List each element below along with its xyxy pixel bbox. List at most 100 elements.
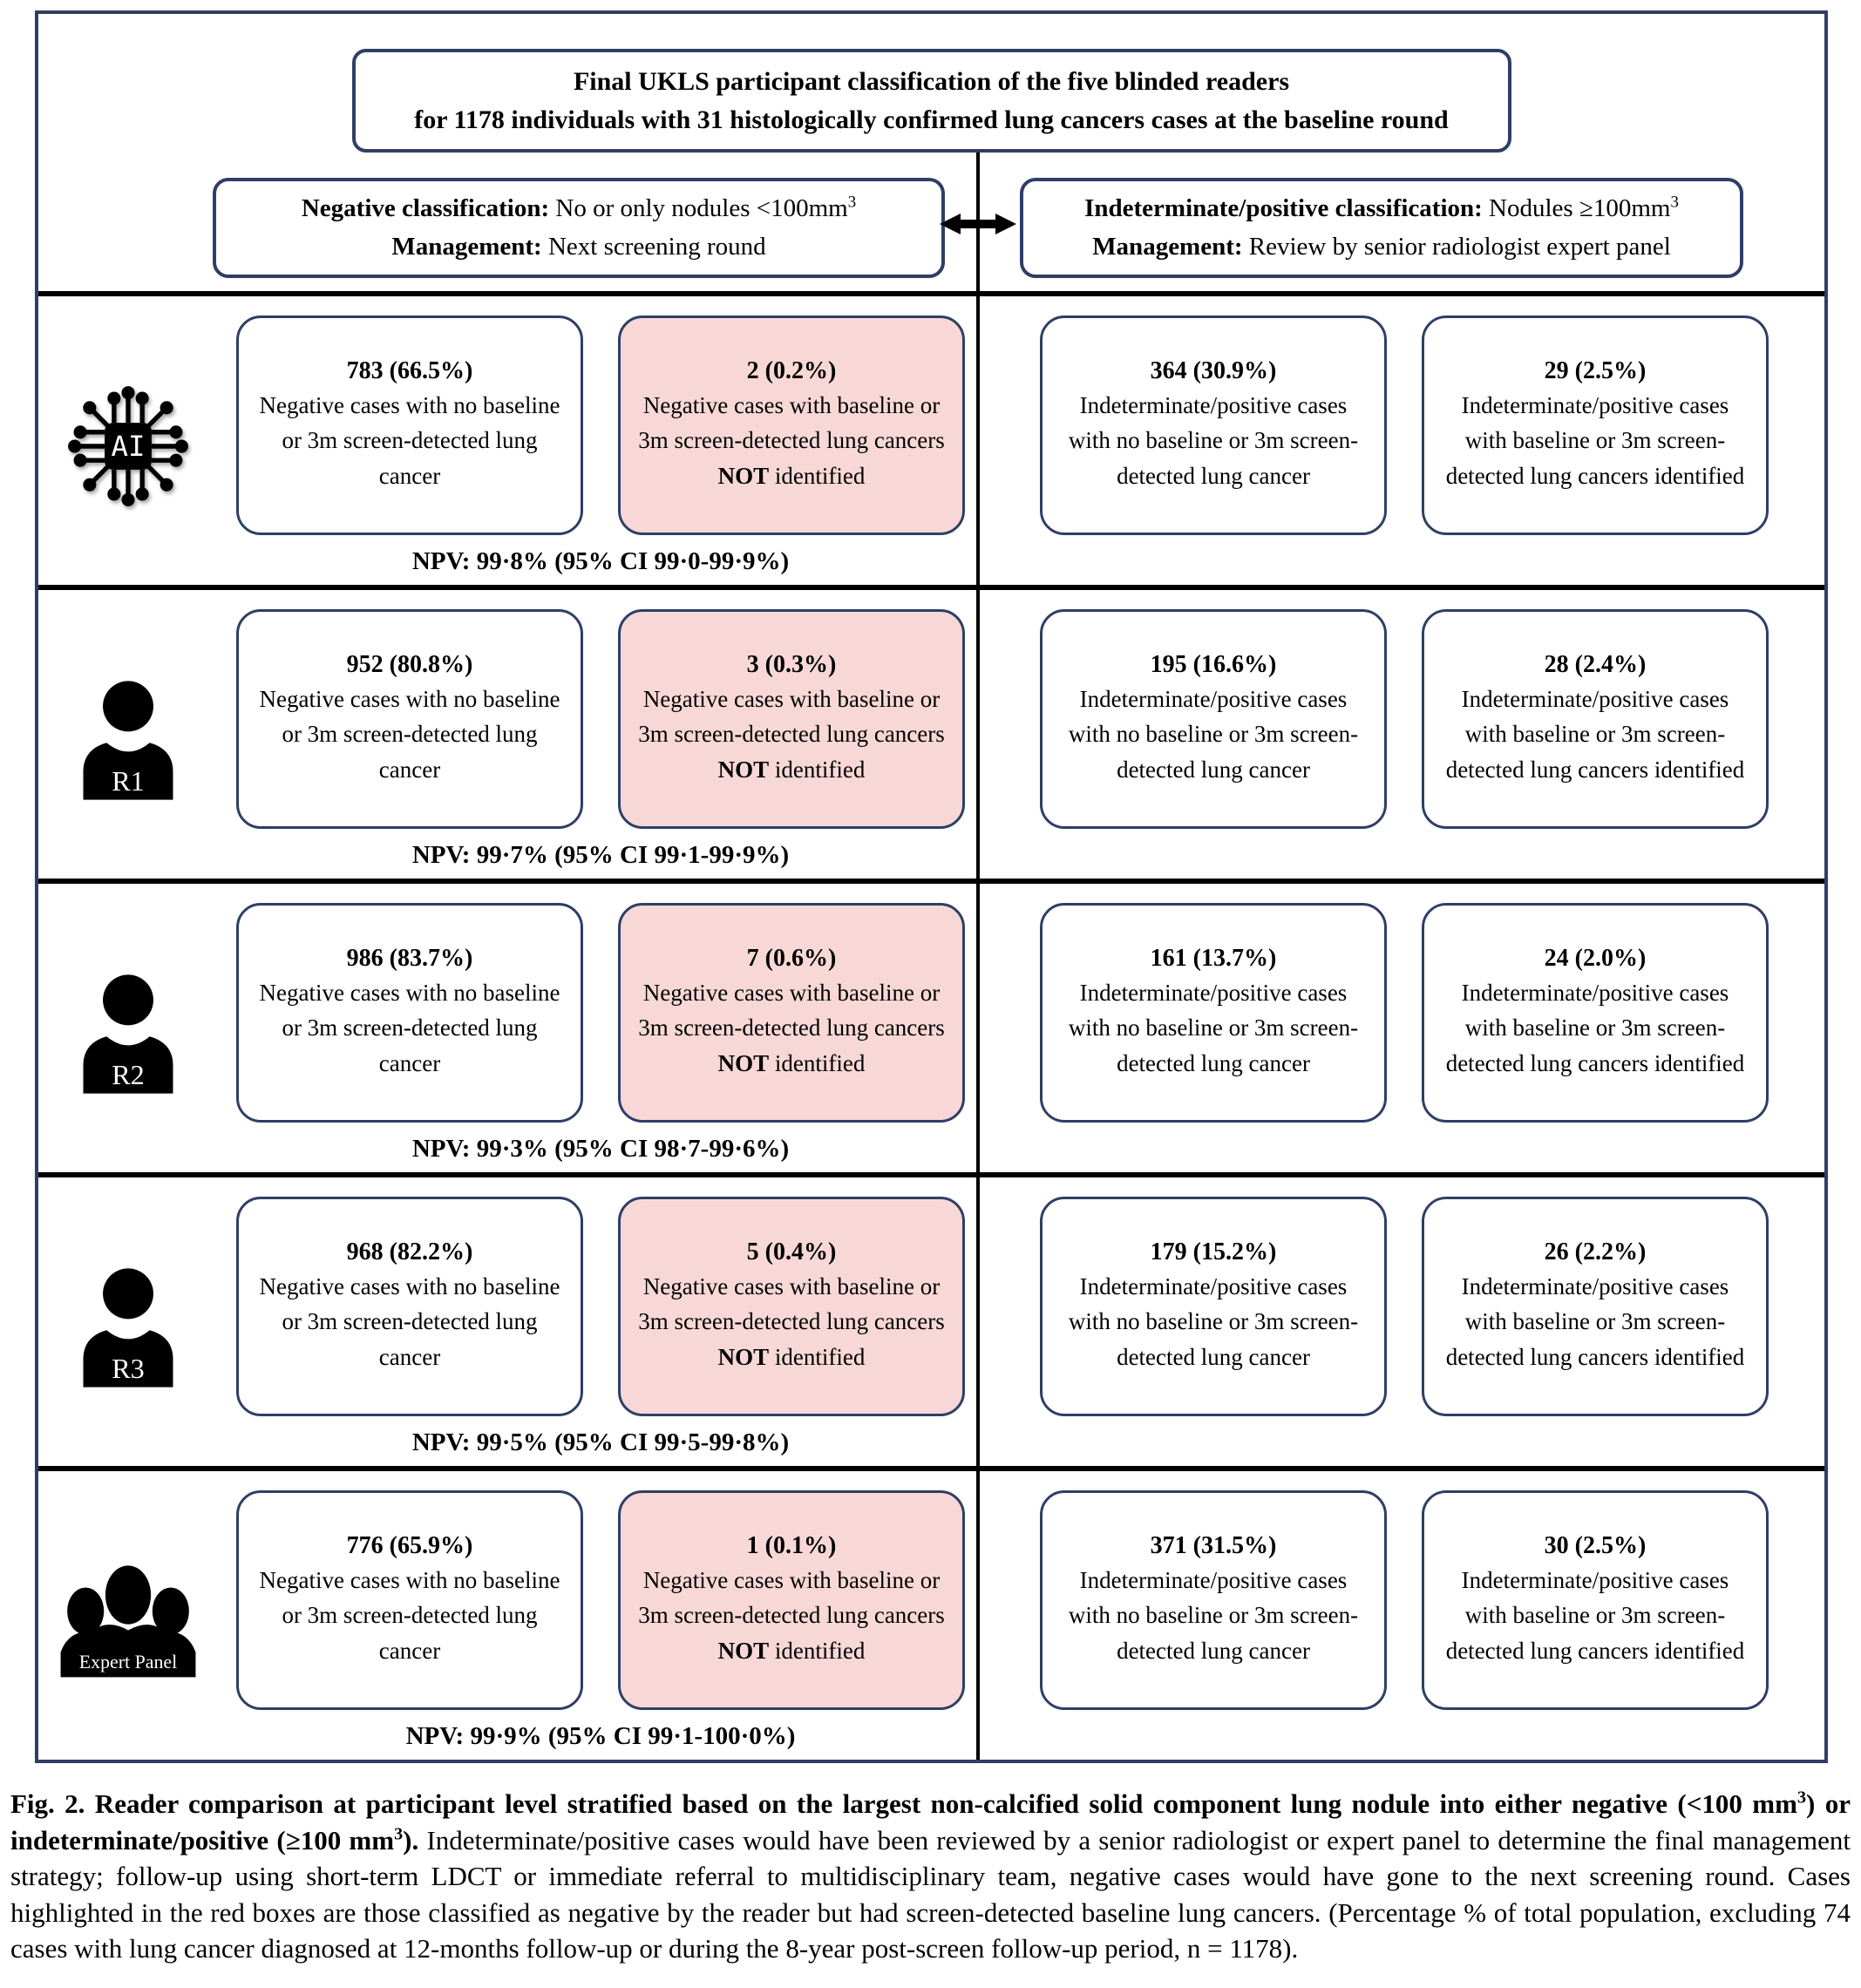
reader-person-icon: R3 xyxy=(38,1197,217,1457)
positive-half: 161 (13.7%) Indeterminate/positive cases… xyxy=(984,903,1824,1123)
count-description: Indeterminate/positive cases with baseli… xyxy=(1445,391,1745,489)
figure-frame: Final UKLS participant classification of… xyxy=(35,10,1828,1763)
identified-cancers-box: 24 (2.0%) Indeterminate/positive cases w… xyxy=(1422,903,1769,1123)
double-headed-arrow-icon xyxy=(940,211,1016,237)
npv-value: NPV: 99·5% (95% CI 99·5-99·8%) xyxy=(411,1428,790,1456)
count-value: 179 (15.2%) xyxy=(1150,1238,1277,1265)
positive-half: 195 (16.6%) Indeterminate/positive cases… xyxy=(984,609,1824,829)
negative-criteria: Negative classification: No or only nodu… xyxy=(301,193,857,222)
count-value: 968 (82.2%) xyxy=(346,1238,473,1265)
count-value: 952 (80.8%) xyxy=(346,650,473,678)
positive-management: Management: Review by senior radiologist… xyxy=(1092,232,1671,261)
count-value: 29 (2.5%) xyxy=(1544,356,1647,384)
count-description: Indeterminate/positive cases with no bas… xyxy=(1068,1272,1359,1370)
positive-no-cancer-box: 371 (31.5%) Indeterminate/positive cases… xyxy=(1040,1490,1387,1710)
count-description: Indeterminate/positive cases with baseli… xyxy=(1445,1272,1745,1370)
count-value: 364 (30.9%) xyxy=(1150,356,1277,384)
count-description: Indeterminate/positive cases with baseli… xyxy=(1445,1566,1745,1664)
reader-label: R1 xyxy=(112,764,145,796)
negative-no-cancer-box: 783 (66.5%) Negative cases with no basel… xyxy=(236,316,583,535)
positive-no-cancer-box: 195 (16.6%) Indeterminate/positive cases… xyxy=(1040,609,1387,829)
negative-half: 952 (80.8%) Negative cases with no basel… xyxy=(217,609,984,870)
negative-no-cancer-box: 952 (80.8%) Negative cases with no basel… xyxy=(236,609,583,829)
identified-cancers-box: 28 (2.4%) Indeterminate/positive cases w… xyxy=(1422,609,1769,829)
count-value: 28 (2.4%) xyxy=(1544,650,1647,678)
negative-half: 776 (65.9%) Negative cases with no basel… xyxy=(217,1490,984,1751)
reader-row-r3: R3 968 (82.2%) Negative cases with no ba… xyxy=(38,1172,1824,1466)
count-description: Negative cases with baseline or 3m scree… xyxy=(638,391,945,489)
count-value: 1 (0.1%) xyxy=(746,1531,837,1559)
count-value: 986 (83.7%) xyxy=(346,944,473,972)
reader-row-ai: AI 783 (66.5%) Negative cases with no ba… xyxy=(38,291,1824,585)
count-description: Negative cases with baseline or 3m scree… xyxy=(638,685,945,783)
missed-cancers-box: 1 (0.1%) Negative cases with baseline or… xyxy=(618,1490,965,1710)
positive-no-cancer-box: 161 (13.7%) Indeterminate/positive cases… xyxy=(1040,903,1387,1123)
figure-caption: Fig. 2. Reader comparison at participant… xyxy=(10,1788,1851,1964)
reader-row-expert-panel: Expert Panel 776 (65.9%) Negative cases … xyxy=(38,1466,1824,1760)
positive-no-cancer-box: 179 (15.2%) Indeterminate/positive cases… xyxy=(1040,1197,1387,1416)
count-value: 24 (2.0%) xyxy=(1544,944,1647,972)
reader-label: R3 xyxy=(112,1352,145,1383)
count-value: 30 (2.5%) xyxy=(1544,1531,1647,1559)
count-value: 3 (0.3%) xyxy=(746,650,837,678)
positive-criteria: Indeterminate/positive classification: N… xyxy=(1084,193,1679,222)
negative-no-cancer-box: 968 (82.2%) Negative cases with no basel… xyxy=(236,1197,583,1416)
positive-half: 179 (15.2%) Indeterminate/positive cases… xyxy=(984,1197,1824,1416)
count-description: Negative cases with no baseline or 3m sc… xyxy=(259,1566,560,1664)
count-description: Negative cases with baseline or 3m scree… xyxy=(638,1272,945,1370)
npv-value: NPV: 99·8% (95% CI 99·0-99·9%) xyxy=(411,547,790,575)
ai-chip-icon: AI xyxy=(38,316,217,576)
reader-person-icon: R1 xyxy=(38,609,217,870)
count-value: 783 (66.5%) xyxy=(346,356,473,384)
negative-management: Management: Next screening round xyxy=(391,232,766,261)
count-description: Indeterminate/positive cases with no bas… xyxy=(1068,685,1359,783)
count-value: 2 (0.2%) xyxy=(746,356,837,384)
negative-no-cancer-box: 776 (65.9%) Negative cases with no basel… xyxy=(236,1490,583,1710)
count-description: Negative cases with no baseline or 3m sc… xyxy=(259,391,560,489)
negative-half: 968 (82.2%) Negative cases with no basel… xyxy=(217,1197,984,1457)
expert-panel-icon: Expert Panel xyxy=(38,1490,217,1751)
missed-cancers-box: 7 (0.6%) Negative cases with baseline or… xyxy=(618,903,965,1123)
identified-cancers-box: 30 (2.5%) Indeterminate/positive cases w… xyxy=(1422,1490,1769,1710)
positive-half: 371 (31.5%) Indeterminate/positive cases… xyxy=(984,1490,1824,1710)
count-description: Negative cases with baseline or 3m scree… xyxy=(638,1566,945,1664)
npv-value: NPV: 99·7% (95% CI 99·1-99·9%) xyxy=(411,841,790,869)
classification-row: Negative classification: No or only nodu… xyxy=(38,178,1824,278)
reader-label: AI xyxy=(111,429,145,462)
title-box: Final UKLS participant classification of… xyxy=(351,49,1511,153)
negative-half: 986 (83.7%) Negative cases with no basel… xyxy=(217,903,984,1164)
npv-value: NPV: 99·3% (95% CI 98·7-99·6%) xyxy=(411,1135,790,1163)
count-description: Indeterminate/positive cases with baseli… xyxy=(1445,979,1745,1076)
positive-classification-box: Indeterminate/positive classification: N… xyxy=(1020,178,1743,278)
positive-no-cancer-box: 364 (30.9%) Indeterminate/positive cases… xyxy=(1040,316,1387,535)
missed-cancers-box: 3 (0.3%) Negative cases with baseline or… xyxy=(618,609,965,829)
missed-cancers-box: 2 (0.2%) Negative cases with baseline or… xyxy=(618,316,965,535)
count-value: 5 (0.4%) xyxy=(746,1238,837,1265)
count-description: Indeterminate/positive cases with no bas… xyxy=(1068,391,1359,489)
identified-cancers-box: 29 (2.5%) Indeterminate/positive cases w… xyxy=(1422,316,1769,535)
count-description: Indeterminate/positive cases with baseli… xyxy=(1445,685,1745,783)
negative-half: 783 (66.5%) Negative cases with no basel… xyxy=(217,316,984,576)
central-divider-line xyxy=(976,143,980,1760)
count-description: Negative cases with no baseline or 3m sc… xyxy=(259,685,560,783)
count-value: 776 (65.9%) xyxy=(346,1531,473,1559)
count-description: Negative cases with no baseline or 3m sc… xyxy=(259,1272,560,1370)
count-description: Negative cases with no baseline or 3m sc… xyxy=(259,979,560,1076)
title-line-1: Final UKLS participant classification of… xyxy=(573,67,1290,96)
figure-page: Final UKLS participant classification of… xyxy=(0,10,1861,1988)
negative-no-cancer-box: 986 (83.7%) Negative cases with no basel… xyxy=(236,903,583,1123)
count-description: Negative cases with baseline or 3m scree… xyxy=(638,979,945,1076)
count-value: 7 (0.6%) xyxy=(746,944,837,972)
reader-person-icon: R2 xyxy=(38,903,217,1164)
count-value: 161 (13.7%) xyxy=(1150,944,1277,972)
count-value: 371 (31.5%) xyxy=(1150,1531,1277,1559)
reader-row-r1: R1 952 (80.8%) Negative cases with no ba… xyxy=(38,585,1824,879)
title-line-2: for 1178 individuals with 31 histologica… xyxy=(414,105,1449,134)
count-description: Indeterminate/positive cases with no bas… xyxy=(1068,1566,1359,1664)
count-description: Indeterminate/positive cases with no bas… xyxy=(1068,979,1359,1076)
positive-half: 364 (30.9%) Indeterminate/positive cases… xyxy=(984,316,1824,535)
missed-cancers-box: 5 (0.4%) Negative cases with baseline or… xyxy=(618,1197,965,1416)
count-value: 26 (2.2%) xyxy=(1544,1238,1647,1265)
reader-row-r2: R2 986 (83.7%) Negative cases with no ba… xyxy=(38,879,1824,1172)
count-value: 195 (16.6%) xyxy=(1150,650,1277,678)
